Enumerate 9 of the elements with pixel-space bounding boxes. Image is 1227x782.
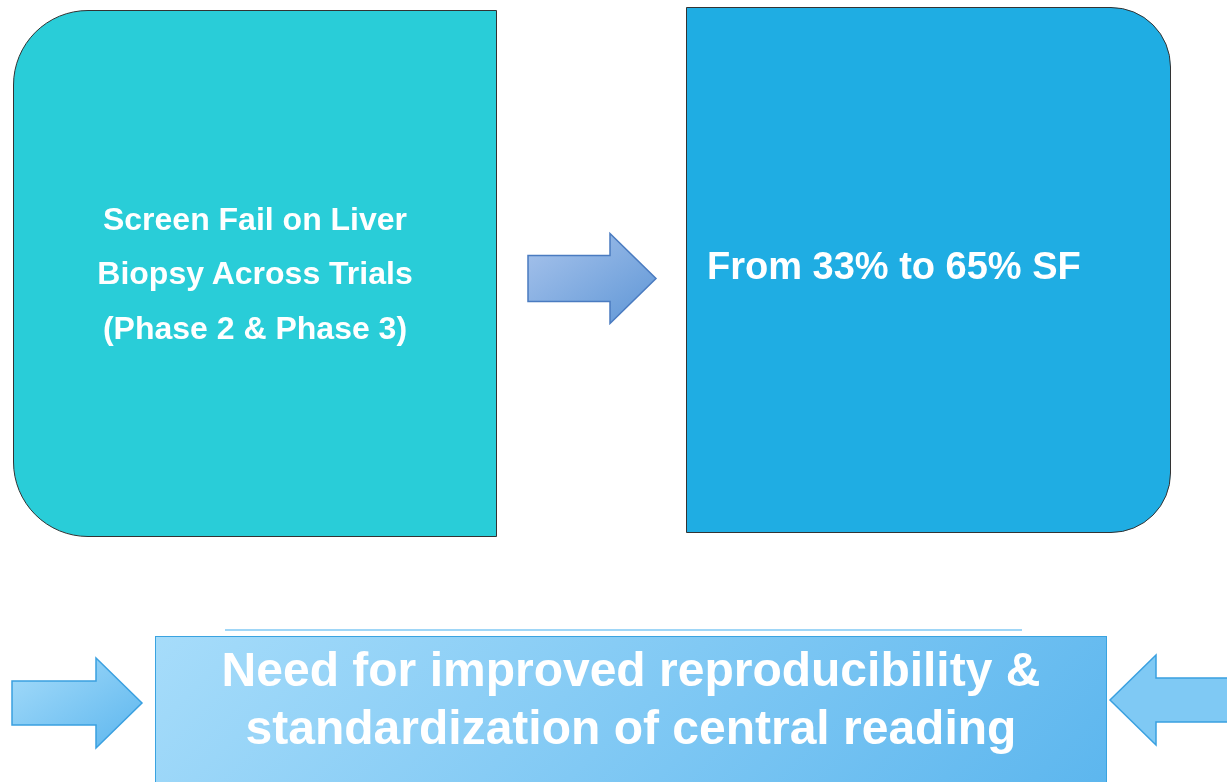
process-box	[13, 10, 497, 537]
conclusion-box	[155, 636, 1107, 782]
block-arrow	[527, 231, 658, 326]
result-box	[686, 7, 1171, 533]
node-text: From 33% to 65% SF	[707, 244, 1081, 290]
block-arrow	[11, 656, 144, 750]
block-arrow	[1108, 653, 1227, 747]
node-text: Need for improved reproducibility & standardization of central reading	[220, 642, 1042, 756]
node-text: Screen Fail on Liver Biopsy Across Trials (Phase 2 & Phase 3)	[96, 199, 414, 348]
